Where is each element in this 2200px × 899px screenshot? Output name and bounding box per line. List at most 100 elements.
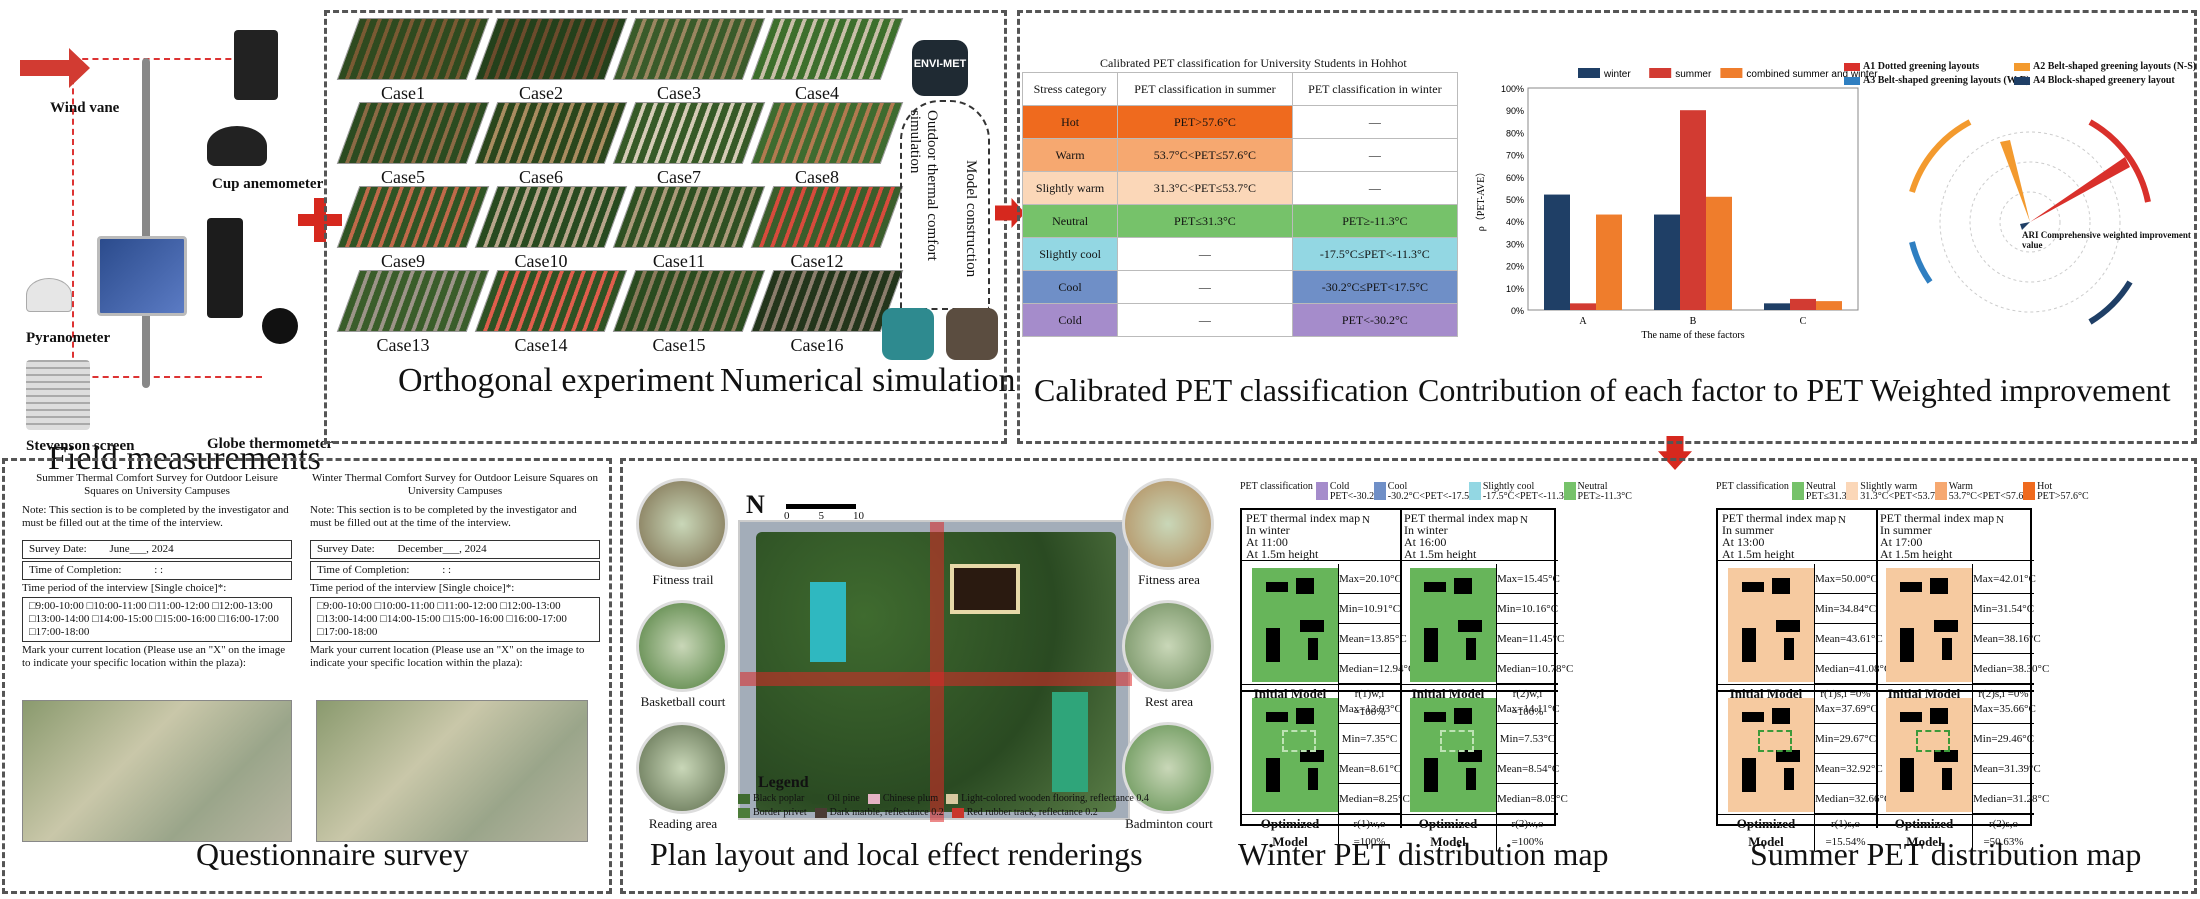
summer_map-optimized-mean: Mean=31.39°C [1972,754,2041,784]
contribution-bar-chart: 0%10%20%30%40%50%60%70%80%90%100%ρ（PET-A… [1475,68,1878,341]
building-shape [1900,758,1914,792]
building-shape [1296,578,1314,594]
plan-legend-label: Red rubber track, reflectance 0.2 [966,807,1098,818]
plan-map [738,520,1132,822]
radial-legend-swatch [2014,62,2030,71]
radial-legend-item: A4 Block-shaped greenery layout [2014,74,2189,88]
winter_map-legend-swatch [1315,482,1328,500]
radial-legend-item: A1 Dotted greening layouts [1844,60,2014,74]
winter_map-legend-name: Slightly cool [1482,481,1535,492]
summer_map-map-height: At 1.5m height [1722,547,1795,561]
case-13: Case13 [336,270,490,356]
case-8-label: Case8 [795,167,839,187]
plan-legend-swatch [814,807,827,818]
summer_map-legend-swatch [1846,482,1859,500]
case-16-label: Case16 [790,335,844,355]
cup-anemometer-label: Cup anemometer [212,176,324,192]
case-10-label: Case10 [514,251,568,271]
plan-legend-swatch [867,793,880,804]
connector-lines [72,58,262,378]
plan-legend-label: Dark marble, reflectance 0.2 [829,807,944,818]
radial-legend-label: A3 Belt-shaped greening layouts (W-E) [1863,75,2030,86]
winter_map-legend-swatch [1468,482,1481,500]
radial-legend-label: A1 Dotted greening layouts [1863,61,1980,72]
building-shape [1930,578,1948,594]
render-fitness-trail[interactable] [636,478,728,570]
case-9: Case9 [336,186,490,272]
radial-legend-swatch [2014,76,2030,85]
building-shape [1424,712,1446,722]
summer_map-legend-title: PET classification [1716,481,1789,492]
stevenson-screen-icon [26,360,90,430]
summer_map-initial-median: Median=38.30°C [1972,654,2049,684]
render-rest-area[interactable] [1122,600,1214,692]
render-basketball-court[interactable] [636,600,728,692]
plan-legend-swatch [951,807,964,818]
x-axis-label: The name of these factors [1641,330,1744,341]
summer-plaza-aerial-image[interactable] [22,700,292,842]
render-label: Rest area [1144,694,1193,709]
summer_map-initial-mean: Mean=43.61°C [1814,624,1883,654]
case-6: Case6 [474,102,628,188]
pet-summer: 53.7°C<PET≤57.6°C [1117,138,1293,172]
winter-survey: Winter Thermal Comfort Survey for Outdoo… [310,472,600,670]
pet-row: Cool—-30.2°C≤PET<17.5°C [1021,270,1459,304]
summer-options[interactable]: □9:00-10:00 □10:00-11:00 □11:00-12:00 □1… [22,597,292,642]
legend-label-1: summer [1675,69,1712,80]
pet-summer: — [1117,237,1293,271]
summer_map-optimized-min: Min=29.67°C [1814,724,1876,754]
orthogonal-caption: Orthogonal experiment [398,362,715,399]
render-reading-area[interactable] [636,722,728,814]
plan-legend-swatch [738,807,750,818]
legend-label-0: winter [1603,69,1631,80]
winter_map-initial-max: Max=20.10°C [1338,564,1402,594]
legend-swatch-2 [1720,68,1743,78]
summer_map-initial-median: Median=41.08°C [1814,654,1891,684]
plan-legend-item: Light-colored wooden flooring, reflectan… [946,792,1149,806]
case-2-label: Case2 [519,83,563,103]
winter-date-row: Survey Date: December___, 2024 [310,540,600,559]
winter_map-map-title: PET thermal index map [1246,511,1361,525]
legend-swatch-1 [1649,68,1672,78]
winter_map-optimized-min: Min=7.53°C [1496,724,1558,754]
winter-plaza-aerial-image[interactable] [316,700,588,842]
plan-legend-label: Border privet [753,807,807,818]
plan-legend-label: Black poplar [753,793,805,804]
plan-legend-item: Oil pine [812,792,860,806]
render-fitness-area[interactable] [1122,478,1214,570]
plan-legend-item: Chinese plum [867,792,938,806]
case-15-render [612,270,766,332]
globe-thermometer-icon [262,308,298,344]
case-16: Case16 [750,270,904,356]
pet-winter: PET<-30.2°C [1291,303,1459,337]
summer_map-initial-max: Max=42.01°C [1972,564,2036,594]
bar-C-0 [1764,303,1790,310]
pet-category: Hot [1021,105,1119,139]
render-badminton-court[interactable] [1122,722,1214,814]
radial-legend-item: A3 Belt-shaped greening layouts (W-E) [1844,74,2030,88]
winter_map-map-season: In winter [1246,523,1290,537]
pet-category: Neutral [1021,204,1119,238]
summer_map-map-time: At 17:00 [1880,535,1923,549]
bar-C-1 [1790,298,1816,310]
case-4: Case4 [750,18,904,104]
winter_map-initial-map-1 [1410,568,1496,682]
render-label: Basketball court [640,694,726,709]
pet-row: Cold—PET<-30.2°C [1021,303,1459,337]
winter-options[interactable]: □9:00-10:00 □10:00-11:00 □11:00-12:00 □1… [310,597,600,642]
case-13-label: Case13 [376,335,430,355]
plan-legend-item: Border privet [738,806,807,820]
building-shape [1742,582,1764,592]
case-5: Case5 [336,102,490,188]
bar-B-0 [1654,214,1680,310]
pet-summer: 31.3°C<PET≤53.7°C [1117,171,1293,205]
stevenson-screen-label: Stevenson screen [26,438,135,454]
